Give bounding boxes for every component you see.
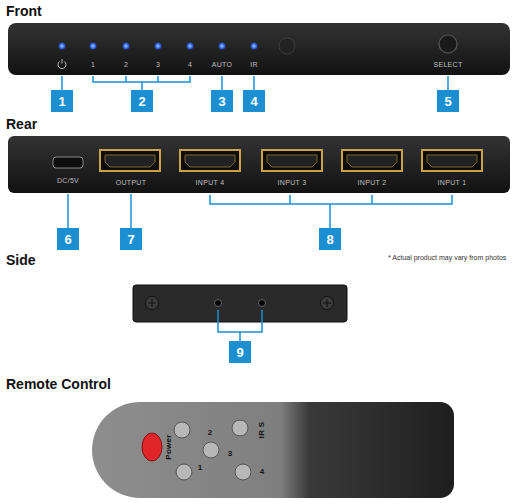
- button-label: 4: [260, 468, 265, 476]
- remote-button: [235, 464, 251, 480]
- remote-buttons: [142, 420, 251, 480]
- button-label: 1: [198, 464, 203, 472]
- bracket: [218, 310, 262, 341]
- power-icon: [58, 59, 66, 69]
- button-label: IR S: [258, 422, 266, 439]
- remote-button: [176, 464, 192, 480]
- side-body: [133, 285, 347, 322]
- section-heading: Front: [6, 3, 42, 19]
- port-label: OUTPUT: [116, 179, 147, 186]
- side-view: [133, 285, 347, 322]
- port-label: INPUT 2: [358, 179, 387, 186]
- hdmi-port: [262, 150, 322, 171]
- rear-details: [53, 150, 482, 171]
- callout-number: 3: [211, 90, 233, 112]
- callout-number: 8: [319, 228, 341, 250]
- hdmi-port: [180, 150, 240, 171]
- port-label: INPUT 3: [278, 179, 307, 186]
- callout-number: 9: [229, 341, 251, 363]
- micro-usb-port: [53, 157, 83, 168]
- led: [123, 43, 130, 50]
- callout-number: 2: [131, 90, 153, 112]
- led: [59, 43, 66, 50]
- leader-line: [253, 76, 255, 90]
- indicator-label: SELECT: [433, 61, 462, 68]
- callout-number: 7: [120, 228, 142, 250]
- led: [251, 43, 258, 50]
- hdmi-port: [342, 150, 402, 171]
- callout-number: 5: [437, 90, 459, 112]
- led: [90, 43, 97, 50]
- select-button: [439, 35, 457, 53]
- indicator-label: 3: [156, 61, 160, 68]
- leader-line: [61, 76, 63, 90]
- audio-jack: [215, 300, 222, 307]
- callout-number: 4: [243, 90, 265, 112]
- button-label: Power: [165, 434, 173, 460]
- led: [219, 43, 226, 50]
- audio-jack: [259, 300, 266, 307]
- led: [187, 43, 194, 50]
- hdmi-port: [100, 150, 160, 171]
- ir-sensor: [279, 38, 295, 54]
- section-heading: Remote Control: [6, 376, 111, 392]
- leader-lines: [68, 194, 452, 228]
- port-label: INPUT 1: [438, 179, 467, 186]
- leader-line: [447, 76, 449, 90]
- section-heading: Rear: [6, 116, 37, 132]
- leader-lines: [62, 76, 448, 90]
- footnote: * Actual product may vary from photos: [388, 254, 506, 261]
- screw-slot: [148, 299, 156, 307]
- device-front: 1 2 3 4 AUTO IR SELECT: [8, 23, 510, 75]
- power-button: [142, 433, 162, 461]
- indicator-label: 4: [188, 61, 192, 68]
- bracket: [93, 76, 190, 90]
- led: [155, 43, 162, 50]
- screw: [146, 297, 159, 310]
- port-label: INPUT 4: [196, 179, 225, 186]
- remote-button: [203, 442, 219, 458]
- callout-number: 1: [51, 90, 73, 112]
- screw-slot: [323, 299, 331, 307]
- front-details: [58, 35, 457, 69]
- callout-number: 6: [57, 228, 79, 250]
- button-label: 3: [228, 450, 233, 458]
- remote-button: [232, 420, 248, 436]
- hdmi-port: [422, 150, 482, 171]
- bracket: [210, 195, 452, 228]
- button-label: 2: [208, 429, 213, 437]
- screw: [321, 297, 334, 310]
- indicator-label: 1: [91, 61, 95, 68]
- leader-line: [221, 76, 223, 90]
- leader-line: [67, 194, 69, 228]
- indicator-label: AUTO: [212, 61, 233, 68]
- leader-line: [130, 194, 132, 228]
- remote-button: [174, 422, 190, 438]
- indicator-label: 2: [124, 61, 128, 68]
- indicator-label: IR: [250, 61, 258, 68]
- port-label: DC/5V: [57, 177, 79, 184]
- section-heading: Side: [6, 252, 36, 268]
